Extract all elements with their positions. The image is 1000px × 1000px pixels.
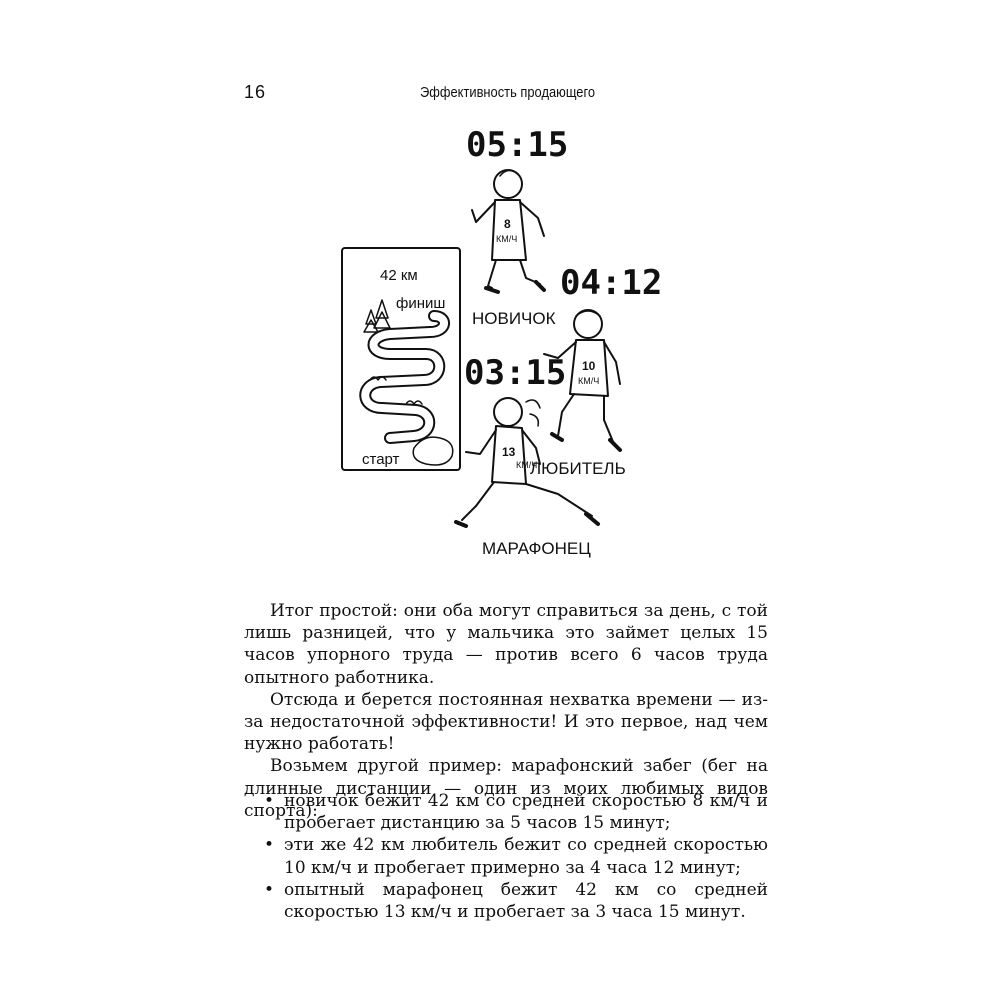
runner-novice: 8 КМ/Ч НОВИЧОК [471,169,556,328]
runner-marathoner: 13 КМ/Ч МАРАФОНЕЦ [454,397,600,558]
bib-unit-amateur: КМ/Ч [578,376,599,386]
list-item: • новичок бежит 42 км со средней скорост… [244,790,768,834]
paragraph: Отсюда и берется постоянная нехватка вре… [244,689,768,755]
runner-amateur: 10 КМ/Ч ЛЮБИТЕЛЬ [530,309,626,478]
list-item: • опытный марафонец бежит 42 км со средн… [244,879,768,923]
bib-unit-marathoner: КМ/Ч [516,460,537,470]
running-title: Эффективность продающего [420,84,596,101]
bush-icon [405,400,423,405]
bib-number-amateur: 10 [582,359,596,373]
bib-number-novice: 8 [504,217,511,231]
list-item-text: опытный марафонец бежит 42 км со средней… [284,879,768,923]
marathon-illustration: 42 км финиш старт 05:15 04:12 03:15 [330,118,662,578]
list-item-text: новичок бежит 42 км со средней скоростью… [284,791,768,834]
bullet: • [263,879,274,900]
runner-shirt [569,339,609,397]
list-item: • эти же 42 км любитель бежит со средней… [244,834,768,878]
runner-shirt [491,199,527,261]
paragraph: Возьмем другой пример: марафонский забег… [244,756,768,821]
route-map: 42 км финиш старт [341,247,461,471]
bib-number-marathoner: 13 [502,445,516,459]
list-item-text: эти же 42 км любитель бежит со средней с… [284,835,768,878]
page-number: 16 [244,82,267,102]
svg-text:04:12: 04:12 [560,263,660,303]
label-amateur: ЛЮБИТЕЛЬ [530,459,626,478]
svg-text:05:15: 05:15 [466,125,568,165]
bullet: • [263,835,274,856]
bush-icon [369,376,387,381]
bullet-list: • новичок бежит 42 км со средней скорост… [244,790,768,923]
label-marathoner: МАРАФОНЕЦ [482,539,591,558]
paragraph: Итог простой: они оба могут справиться з… [244,601,768,688]
bullet: • [263,791,274,811]
map-finish-label: финиш [396,295,445,312]
clock-marathoner: 03:15 [464,353,566,393]
bib-unit-novice: КМ/Ч [496,234,517,244]
tree-icon [363,309,379,333]
body-text: Итог простой: они оба могут справиться з… [244,600,768,822]
map-distance-label: 42 км [380,267,418,284]
map-start-label: старт [362,451,400,468]
tree-icon [373,299,391,329]
svg-text:03:15: 03:15 [464,353,566,393]
label-novice: НОВИЧОК [472,309,556,328]
pond-icon [412,436,454,466]
clock-novice: 05:15 [466,125,568,165]
clock-amateur: 04:12 [560,263,662,303]
